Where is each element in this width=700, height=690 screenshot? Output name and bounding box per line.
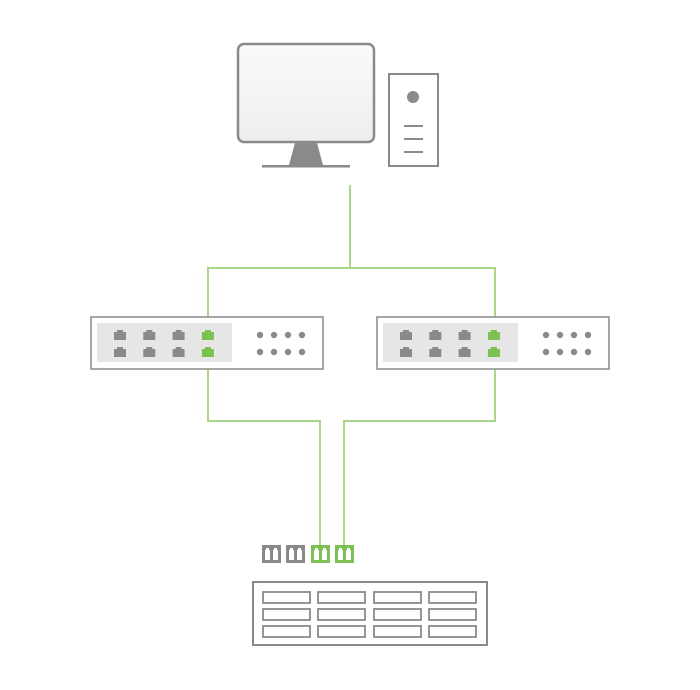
status-led: [284, 331, 292, 339]
ethernet-port-icon: [400, 347, 412, 357]
ethernet-port-icon: [458, 347, 471, 357]
status-led: [256, 331, 264, 339]
drive-bay: [373, 608, 422, 621]
drive-bay: [262, 608, 311, 621]
tower-icon: [388, 73, 439, 167]
fiber-port-icon: [335, 545, 354, 563]
drive-bay: [428, 608, 477, 621]
link-switch-2-to-storage: [343, 352, 496, 545]
ethernet-port-icon: [487, 347, 500, 357]
ethernet-port-icon: [429, 347, 442, 357]
status-led: [256, 348, 264, 356]
ethernet-port-icon: [400, 330, 412, 340]
monitor-icon: [236, 42, 376, 168]
ethernet-port-icon: [201, 347, 214, 357]
computer: [236, 42, 439, 168]
status-led: [570, 331, 578, 339]
status-led: [284, 348, 292, 356]
drive-bay: [317, 608, 366, 621]
status-led: [584, 348, 592, 356]
ethernet-port-icon: [143, 347, 156, 357]
status-led: [584, 331, 592, 339]
ethernet-port-icon: [114, 330, 126, 340]
status-led: [542, 331, 550, 339]
ethernet-port-icon: [487, 330, 500, 340]
status-led: [542, 348, 550, 356]
ethernet-port-icon: [172, 347, 185, 357]
link-switch-1-to-storage: [207, 352, 321, 545]
status-led: [298, 348, 306, 356]
status-led: [556, 348, 564, 356]
drive-bay: [373, 591, 422, 604]
fiber-port-icon: [262, 545, 281, 563]
link-to-switch-1: [207, 267, 496, 330]
status-led: [298, 331, 306, 339]
ethernet-port-icon: [429, 330, 442, 340]
drive-bay: [428, 591, 477, 604]
ethernet-port-icon: [172, 330, 185, 340]
status-led: [270, 348, 278, 356]
drive-bay: [428, 625, 477, 638]
ethernet-port-icon: [458, 330, 471, 340]
status-led: [270, 331, 278, 339]
fiber-port-icon: [286, 545, 305, 563]
drive-bay: [262, 591, 311, 604]
network-links: [207, 185, 496, 545]
ethernet-port-icon: [114, 347, 126, 357]
network-switch-1: [90, 316, 324, 370]
status-led: [570, 348, 578, 356]
storage-array: [252, 581, 488, 646]
status-led: [556, 331, 564, 339]
drive-bay: [317, 591, 366, 604]
ethernet-port-icon: [143, 330, 156, 340]
drive-bay: [262, 625, 311, 638]
ethernet-port-icon: [201, 330, 214, 340]
drive-bay: [373, 625, 422, 638]
network-switch-2: [376, 316, 610, 370]
drive-bay: [317, 625, 366, 638]
fiber-port-icon: [311, 545, 330, 563]
